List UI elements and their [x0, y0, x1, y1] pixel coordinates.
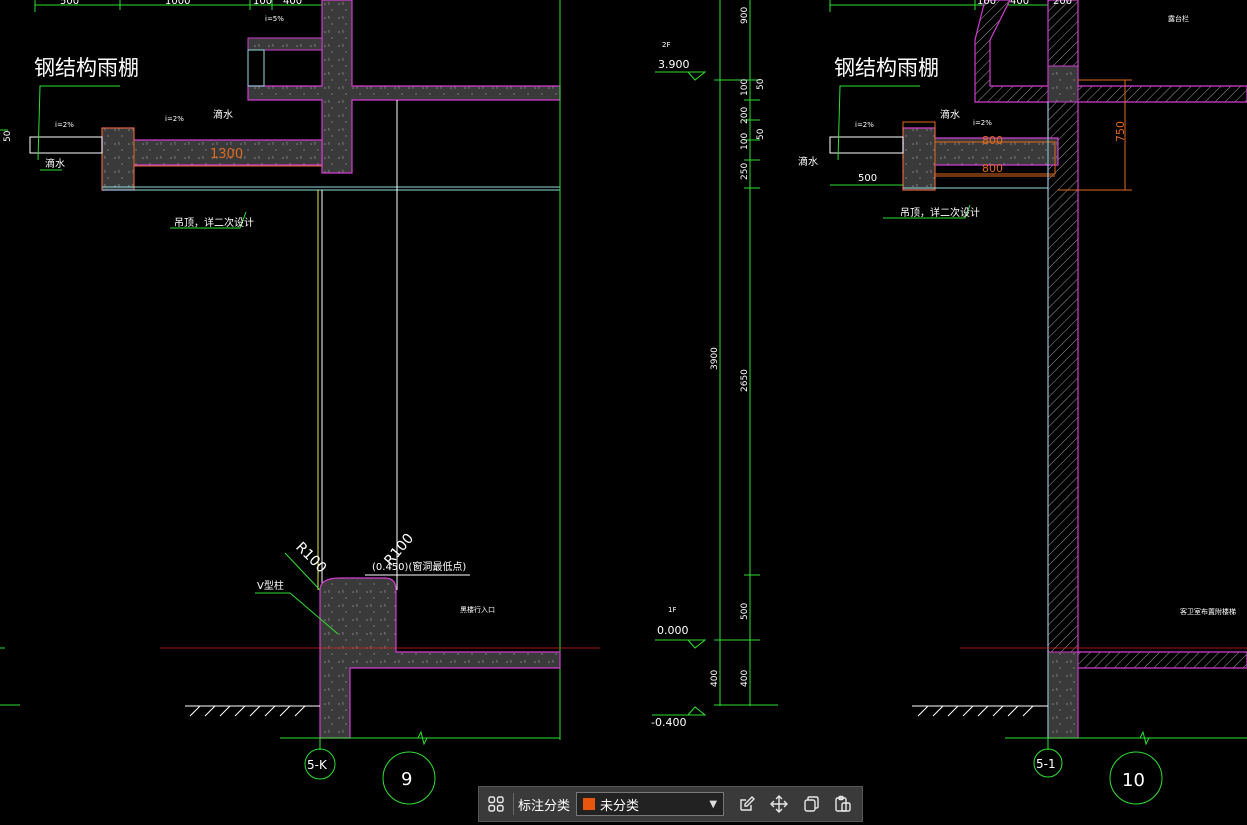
annotation-toolbar: 标注分类 未分类 ▼: [478, 786, 863, 822]
grid-icon[interactable]: [483, 791, 509, 817]
vertical-dimension: 50: [756, 128, 766, 140]
slope-label: i=2%: [165, 115, 184, 123]
level-elevation: 0.000: [657, 624, 689, 637]
vertical-dimension: 200: [740, 107, 750, 124]
paste-icon[interactable]: [830, 791, 856, 817]
drip-label: 滴水: [940, 108, 960, 121]
vertical-dimension: 50: [756, 78, 766, 90]
vertical-dimension: 100: [740, 133, 750, 150]
ceiling-note: 吊顶，详二次设计: [174, 216, 254, 229]
dimension-label: 1000: [165, 0, 190, 7]
slope-label: i=2%: [855, 121, 874, 129]
category-label: 标注分类: [518, 798, 571, 814]
level-elevation: -0.400: [651, 716, 686, 729]
dimension-label: 1300: [210, 147, 243, 162]
dimension-label: 800: [982, 134, 1003, 147]
detail-number: 10: [1122, 770, 1145, 791]
category-color-swatch: [583, 798, 596, 810]
column-label: V型柱: [257, 579, 284, 592]
toolbar-divider: [513, 793, 514, 815]
move-icon[interactable]: [766, 791, 792, 817]
dimension-label: 500: [60, 0, 79, 7]
detail-number: 9: [401, 769, 412, 790]
dimension-label: 400: [283, 0, 302, 7]
canopy-title-left: 钢结构雨棚: [34, 56, 139, 80]
level-elevation: 3.900: [658, 58, 690, 71]
vertical-dimension: 400: [710, 670, 720, 687]
drip-label: 滴水: [213, 108, 233, 121]
vertical-dimension: 500: [740, 603, 750, 620]
vertical-dimension: 250: [740, 163, 750, 180]
slope-label: i=2%: [55, 121, 74, 129]
category-value: 未分类: [600, 798, 640, 814]
dimension-label: 50: [3, 130, 13, 142]
drip-label: 滴水: [798, 155, 818, 168]
vertical-dimension: 100: [740, 79, 750, 96]
ceiling-note: 吊顶，详二次设计: [900, 206, 980, 219]
axis-label: 5-1: [1036, 757, 1056, 771]
elevation-note: (0.450)(窗洞最低点): [372, 560, 466, 573]
canopy-title-right: 钢结构雨棚: [834, 56, 939, 80]
chevron-down-icon: ▼: [709, 798, 718, 810]
annotation-label: 露台栏: [1168, 14, 1189, 23]
entrance-label: 客卫室布置附楼梯: [1180, 607, 1236, 616]
dimension-label: 200: [1053, 0, 1072, 7]
vertical-dimension: 900: [740, 7, 750, 24]
slope-label: i=2%: [973, 119, 992, 127]
dimension-label: 400: [1010, 0, 1029, 7]
drip-label: 滴水: [45, 157, 65, 170]
copy-icon[interactable]: [798, 791, 824, 817]
entrance-label: 黑楼行入口: [460, 605, 495, 614]
dimension-label: 100: [253, 0, 272, 7]
dimension-label: 100: [977, 0, 996, 7]
detail-9-section: [0, 0, 600, 805]
vertical-dimension: 3900: [710, 347, 720, 370]
radius-label: R100: [292, 539, 329, 576]
detail-10-section: [829, 0, 1247, 805]
edit-icon[interactable]: [734, 791, 760, 817]
dimension-label: 750: [1114, 121, 1127, 142]
vertical-dimension: 400: [740, 670, 750, 687]
category-select[interactable]: 未分类 ▼: [576, 792, 725, 816]
level-name: 2F: [662, 41, 670, 49]
slope-label: i=5%: [265, 15, 284, 23]
dimension-label: 500: [858, 173, 877, 184]
axis-label: 5-K: [307, 758, 328, 772]
vertical-dimension: 2650: [740, 369, 750, 392]
level-dimension-column: [652, 0, 778, 716]
dimension-label: 800: [982, 162, 1003, 175]
level-name: 1F: [668, 606, 676, 614]
